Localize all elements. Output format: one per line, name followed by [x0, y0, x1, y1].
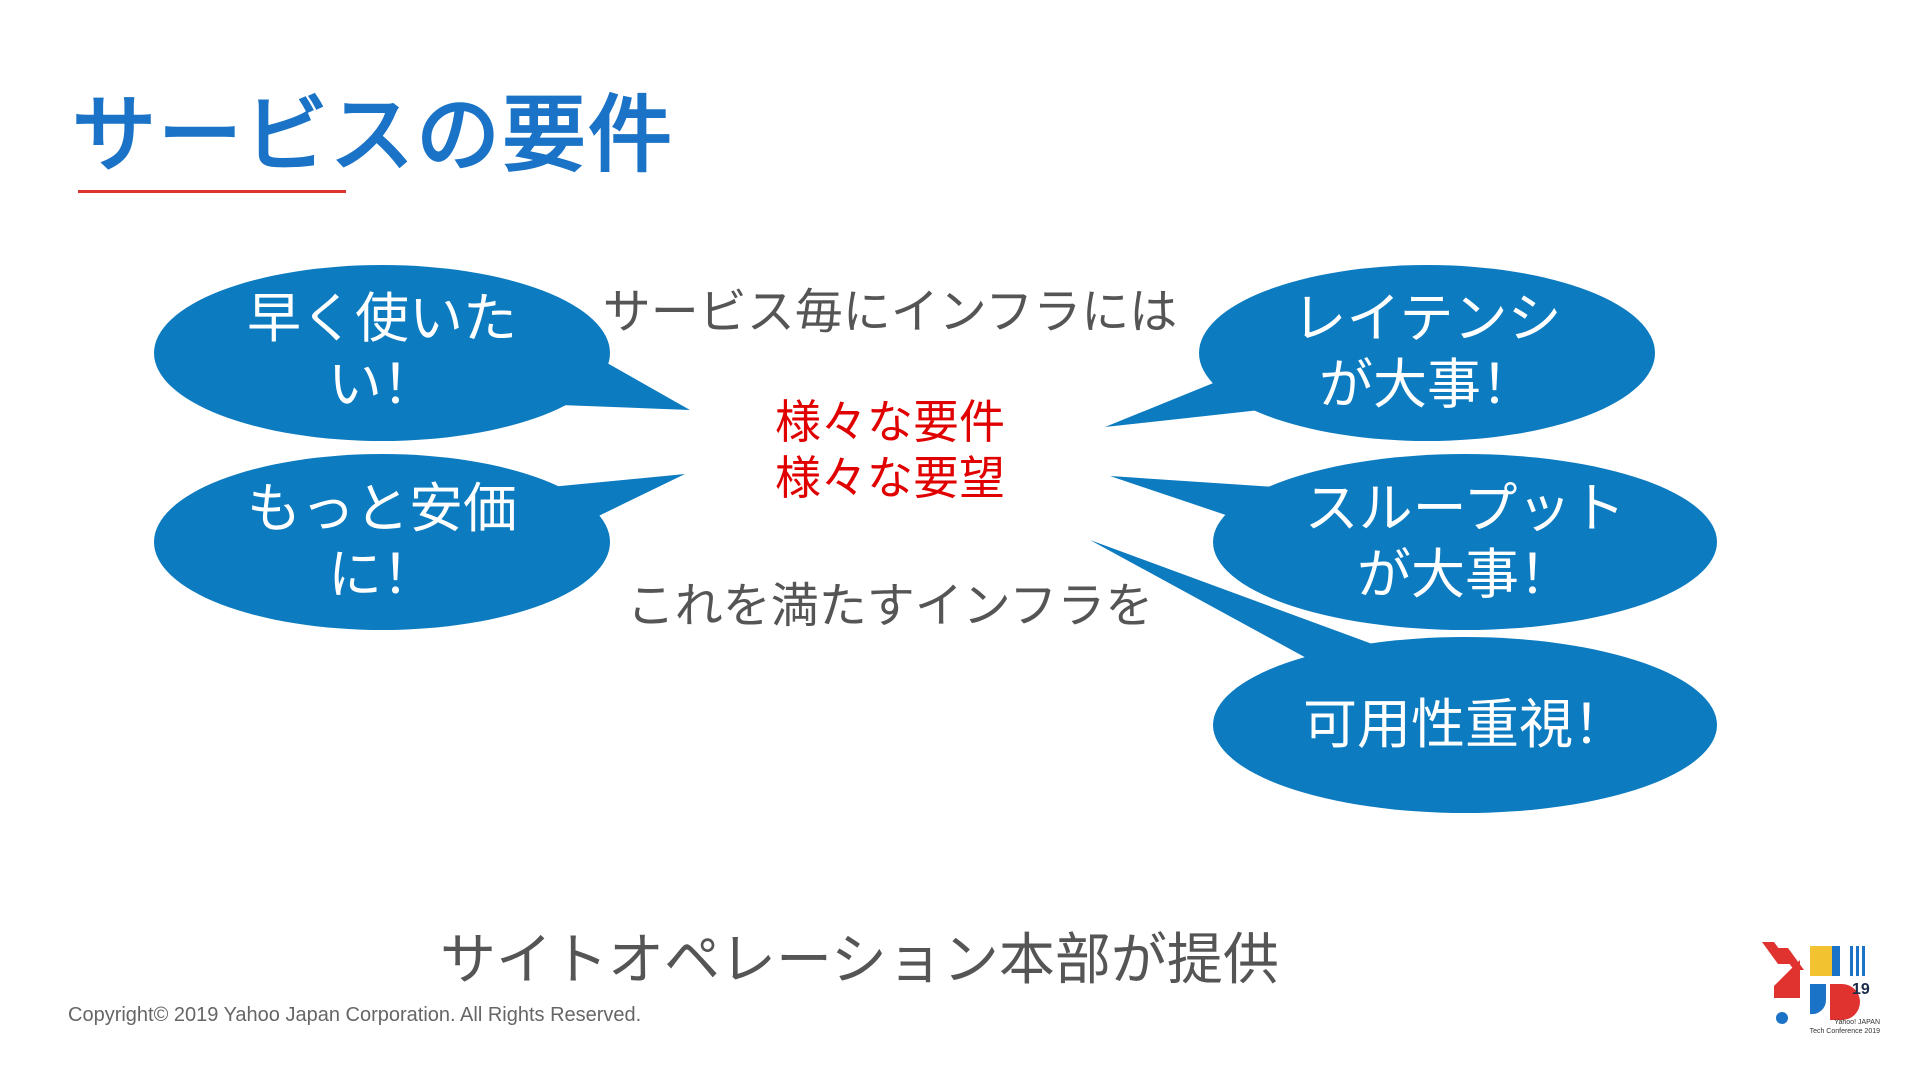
- logo-caption-line-1: Yahoo! JAPAN: [1834, 1019, 1880, 1026]
- logo-year: 19: [1852, 981, 1870, 998]
- bubble-right-top: [1105, 265, 1655, 441]
- bubble-text-line: スループット: [1304, 477, 1626, 540]
- bubble-right-top-text: レイテンシ が大事！: [1199, 286, 1655, 418]
- bubble-right-middle-text: スループット が大事！: [1213, 476, 1717, 608]
- title-underline: [78, 190, 346, 193]
- slide-title: サービスの要件: [72, 86, 675, 184]
- red-line-1: 様々な要件: [775, 395, 1005, 449]
- bubble-left-top-text: 早く使いた い！: [154, 286, 610, 418]
- bubble-text-line: が大事！: [1319, 353, 1535, 416]
- bubble-right-bottom: [1090, 540, 1717, 813]
- red-highlight-text: 様々な要件 様々な要望: [710, 394, 1070, 506]
- logo-caption-line-2: Tech Conference 2019: [1809, 1028, 1880, 1035]
- copyright-notice: Copyright© 2019 Yahoo Japan Corporation.…: [68, 1004, 642, 1026]
- bubble-left-top: [154, 265, 690, 441]
- bottom-center-text: これを満たすインフラを: [626, 578, 1154, 634]
- bubble-text-line: に！: [328, 543, 436, 606]
- bubble-text-line: レイテンシ: [1292, 287, 1562, 350]
- red-line-2: 様々な要望: [775, 451, 1005, 505]
- footer-message: サイトオペレーション本部が提供: [440, 928, 1279, 993]
- bubble-right-bottom-text: 可用性重視！: [1213, 692, 1717, 758]
- bubble-left-bottom: [154, 454, 685, 630]
- bubble-left-bottom-text: もっと安価 に！: [154, 476, 610, 608]
- top-center-text: サービス毎にインフラには: [602, 284, 1178, 340]
- bubble-text-line: が大事！: [1357, 543, 1573, 606]
- bubble-text-line: 早く使いた: [247, 287, 517, 350]
- bubble-right-middle: [1110, 454, 1717, 630]
- conference-logo-icon: 19: [1762, 942, 1870, 1024]
- logo-caption: Yahoo! JAPAN Tech Conference 2019: [1784, 1018, 1880, 1036]
- bubble-text-line: もっと安価: [247, 477, 517, 540]
- bubble-text-line: 可用性重視！: [1303, 693, 1627, 756]
- bubble-text-line: い！: [328, 353, 436, 416]
